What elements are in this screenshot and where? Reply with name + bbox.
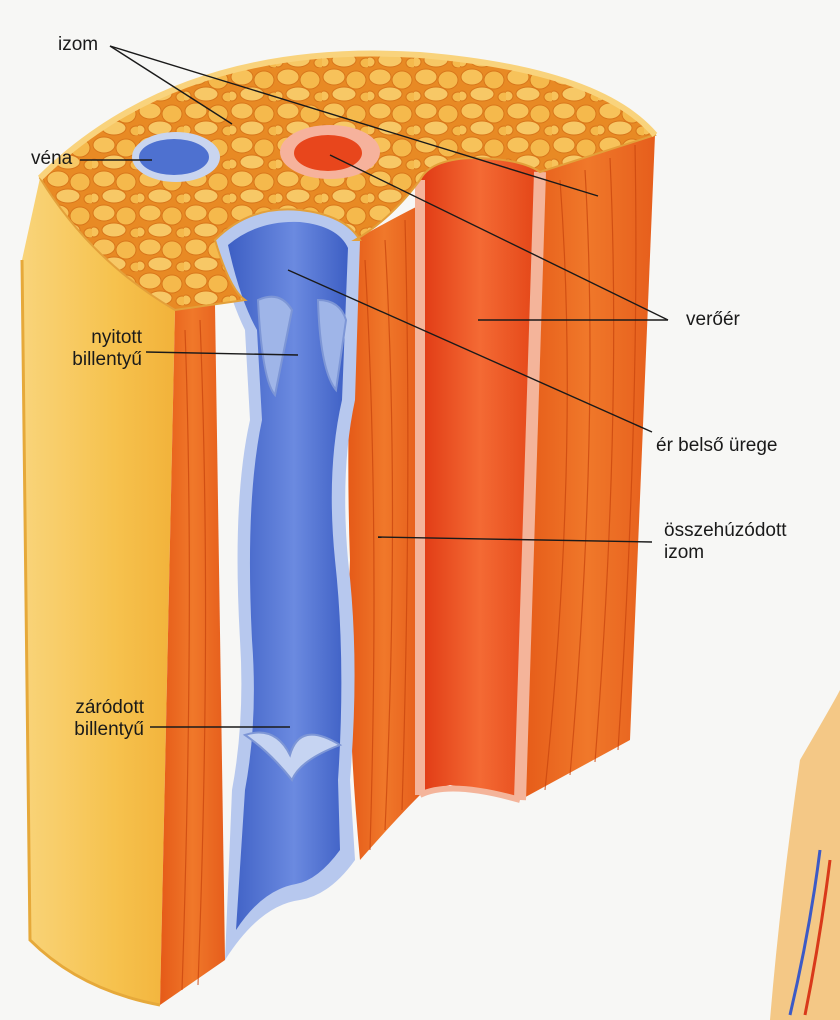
open-valve-flap-right — [316, 298, 348, 393]
label-nyitott-billentyu: nyitott billentyű — [72, 327, 142, 370]
leg-illustration-fragment — [770, 690, 840, 1020]
artery-wall-right — [514, 171, 546, 801]
small-vein-inner — [139, 139, 209, 175]
leader-er-belso-urege — [287, 269, 653, 433]
label-izom: izom — [58, 34, 99, 55]
label-zarodott-billentyu: záródott billentyű — [74, 697, 144, 740]
artery-bottom-edge — [418, 785, 521, 803]
closed-valve — [242, 731, 343, 782]
label-verőér: verőér — [686, 309, 740, 330]
label-er-belso-urege: ér belső ürege — [656, 435, 778, 456]
skin-fat-layer — [22, 178, 175, 1005]
muscle-fibres — [181, 144, 637, 991]
skin-edge — [20, 259, 161, 1007]
artery-lumen — [420, 158, 540, 800]
open-valve-flap-left — [256, 295, 294, 398]
muscle-middle — [348, 205, 420, 860]
label-osszehuzodott-izom: összehúzódott izom — [664, 520, 787, 563]
leader-lines — [80, 45, 669, 728]
leader-nyitott-billentyu — [145, 351, 299, 356]
muscle-front-left — [160, 305, 225, 1005]
muscle-right — [520, 135, 655, 800]
leader-verőér-1 — [329, 154, 669, 321]
leader-izom-1 — [109, 45, 233, 125]
leader-osszehuzodott-izom — [377, 536, 653, 543]
label-vena: véna — [31, 148, 73, 169]
top-rim — [37, 50, 658, 181]
leader-izom-2 — [109, 45, 599, 197]
